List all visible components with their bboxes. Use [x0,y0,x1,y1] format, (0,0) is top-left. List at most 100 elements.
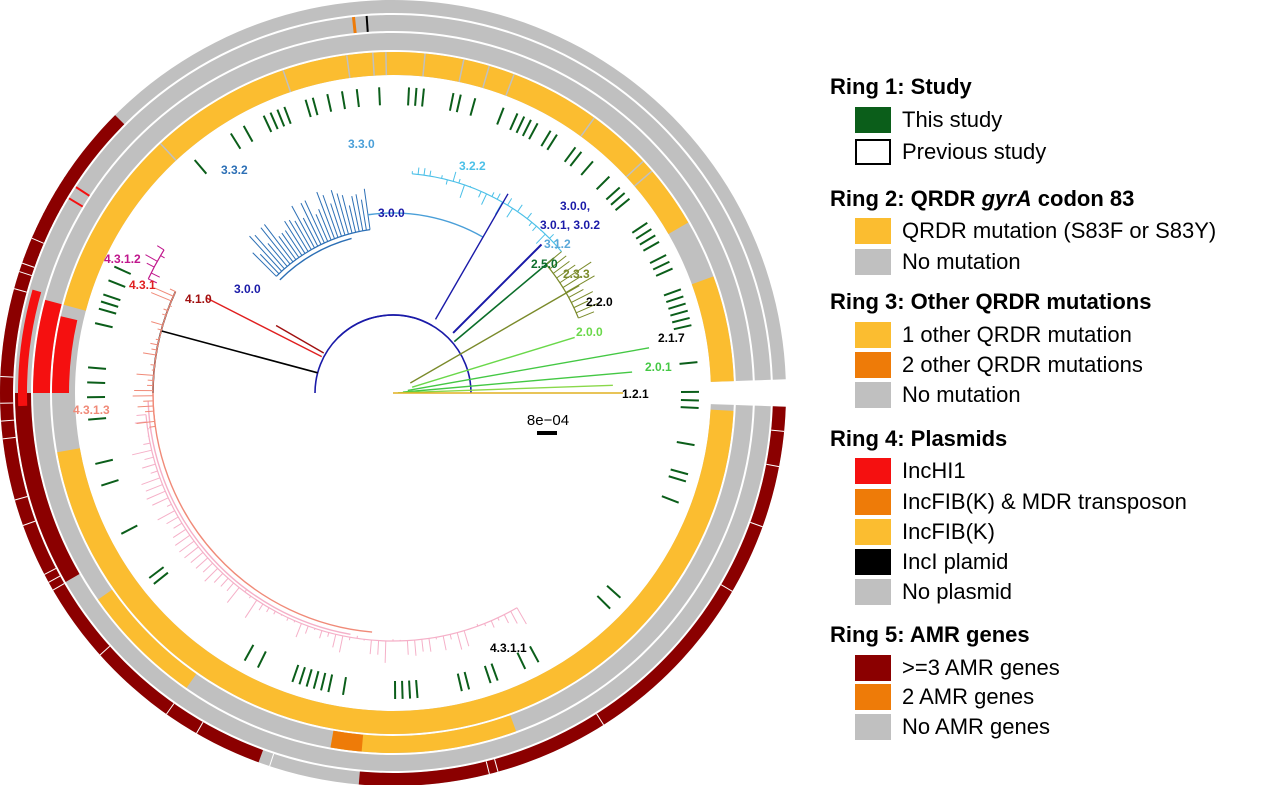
ring1-study-tick [463,671,471,690]
ring1-study-tick [676,441,695,447]
tree-branch-332 [284,220,306,254]
ring1-study-tick [642,240,660,252]
ring1-study-tick [469,98,477,116]
legend-ring2-title-gene: gyrA [981,186,1032,211]
tree-branch-233 [545,264,579,319]
tree-branch-4313 [152,291,177,427]
tree-branch-332 [294,220,312,250]
ring1-study-tick [305,669,313,687]
ring5-amr-tick [68,170,80,179]
ring1-study-tick [87,381,106,384]
ring2-no-mutation-tick [505,73,515,96]
tree-branch-322 [528,222,533,227]
legend-item-label: IncI plamid [902,549,1009,574]
legend-ring2-title-prefix: Ring 2: QRDR [830,186,982,211]
ring1-study-tick [100,300,119,308]
tree-branch-4311 [141,477,161,486]
swatch-3plus-amr [855,655,891,681]
tree-branch-4311 [146,490,166,500]
ring5-gap-tick [19,271,32,277]
ring4-inchi1-segment [33,299,62,393]
tree-branch-3x [337,314,433,339]
tree-branch-322 [549,233,554,239]
ring1-study-tick [262,115,273,133]
tree-branch-332 [322,194,339,238]
tree-branch-322 [478,191,482,198]
clade-label-4-3-1: 4.3.1 [129,278,156,292]
tree-branch-4311 [449,634,452,640]
tree-branch-4311 [442,635,447,651]
legend-item-label: 1 other QRDR mutation [902,322,1132,347]
ring1-study-tick [421,88,425,107]
clade-label-2-2-0: 2.2.0 [586,295,613,309]
legend-item-label: IncHI1 [902,458,966,483]
tree-branch-300 [434,193,509,320]
ring5-amr-tick [59,184,72,193]
tree-branch-4313 [137,405,154,408]
legend-item-no-mutation: No mutation [855,247,1275,275]
ring3-qrdr-segment [98,589,197,688]
tree-branch-4311 [213,573,224,583]
tree-branch-4311 [314,628,316,631]
tree-branch-233 [571,291,594,303]
clade-label-4-3-1-3: 4.3.1.3 [73,403,110,417]
swatch-no-mutation [855,249,891,275]
tree-branch-4311 [174,534,191,546]
tree-branch-4311 [172,528,187,538]
legend-ring5-title: Ring 5: AMR genes [830,622,1030,647]
clade-label-3-3-0: 3.3.0 [348,137,375,151]
clade-label-4-3-1-1: 4.3.1.1 [490,641,527,655]
ring1-study-tick [113,265,132,275]
tree-branch-332 [300,202,322,245]
ring1-study-tick [103,293,121,302]
tree-branch-4311 [173,522,183,529]
tree-branch-4x [152,291,177,394]
legend-item-3plus-amr: >=3 AMR genes [855,653,1275,681]
tree-branch-4311 [332,634,337,648]
tree-branch-4313 [151,321,163,326]
tree-branch-4311 [338,635,344,653]
legend-ring3-title: Ring 3: Other QRDR mutations [830,289,1152,314]
tree-branch-233 [556,264,576,279]
tree-branch-217 [407,347,650,392]
ring1-study-tick [414,87,418,106]
tree-branch-4313 [169,288,176,293]
tree-branch-332 [254,234,285,270]
legend-ring2-title-suffix: codon 83 [1031,186,1135,211]
ring1-study-tick [606,584,622,599]
ring1-study-tick [108,279,126,288]
tree-branch-322 [507,198,513,206]
ring1-study-tick [490,663,499,681]
legend-item-no-plasmid: No plasmid [855,577,1275,605]
tree-branch-322 [532,225,537,232]
tree-branch-233 [565,275,595,293]
tree-branch-332 [348,205,357,233]
tree-branch-4311 [145,484,163,492]
legend-item-label: 2 other QRDR mutations [902,352,1143,377]
tree-branch-322 [412,173,562,252]
clade-label-2-0-1: 2.0.1 [645,360,672,374]
tree-branch-4311 [190,552,204,564]
swatch-this-study [855,107,891,133]
scale-bar: 8e−04 [527,412,569,435]
ring1-study-tick [509,113,519,131]
legend-item-label: Previous study [902,139,1047,164]
legend-item-label: No plasmid [902,579,1013,604]
tree-branch-332 [330,203,342,237]
tree-branch-332 [355,194,364,231]
tree-branch-4313 [142,352,157,356]
ring1-study-tick [87,366,107,370]
ring5-gap-tick [22,520,36,526]
tree-branch-233 [545,251,562,265]
ring2-no-mutation-tick [159,143,177,161]
ring1-study-tick [153,571,169,585]
ring1-study-tick [243,644,255,662]
ring1-study-tick [355,89,360,108]
tree-branch-322 [496,193,501,200]
swatch-previous-study [855,139,891,165]
legend-ring2: Ring 2: QRDR gyrA codon 83 QRDR mutation… [820,186,1275,276]
ring5-amr-tick [63,177,76,186]
tree-branch-4311 [510,611,518,624]
swatch-no-amr [855,714,891,740]
tree-branch-4311 [244,589,247,593]
